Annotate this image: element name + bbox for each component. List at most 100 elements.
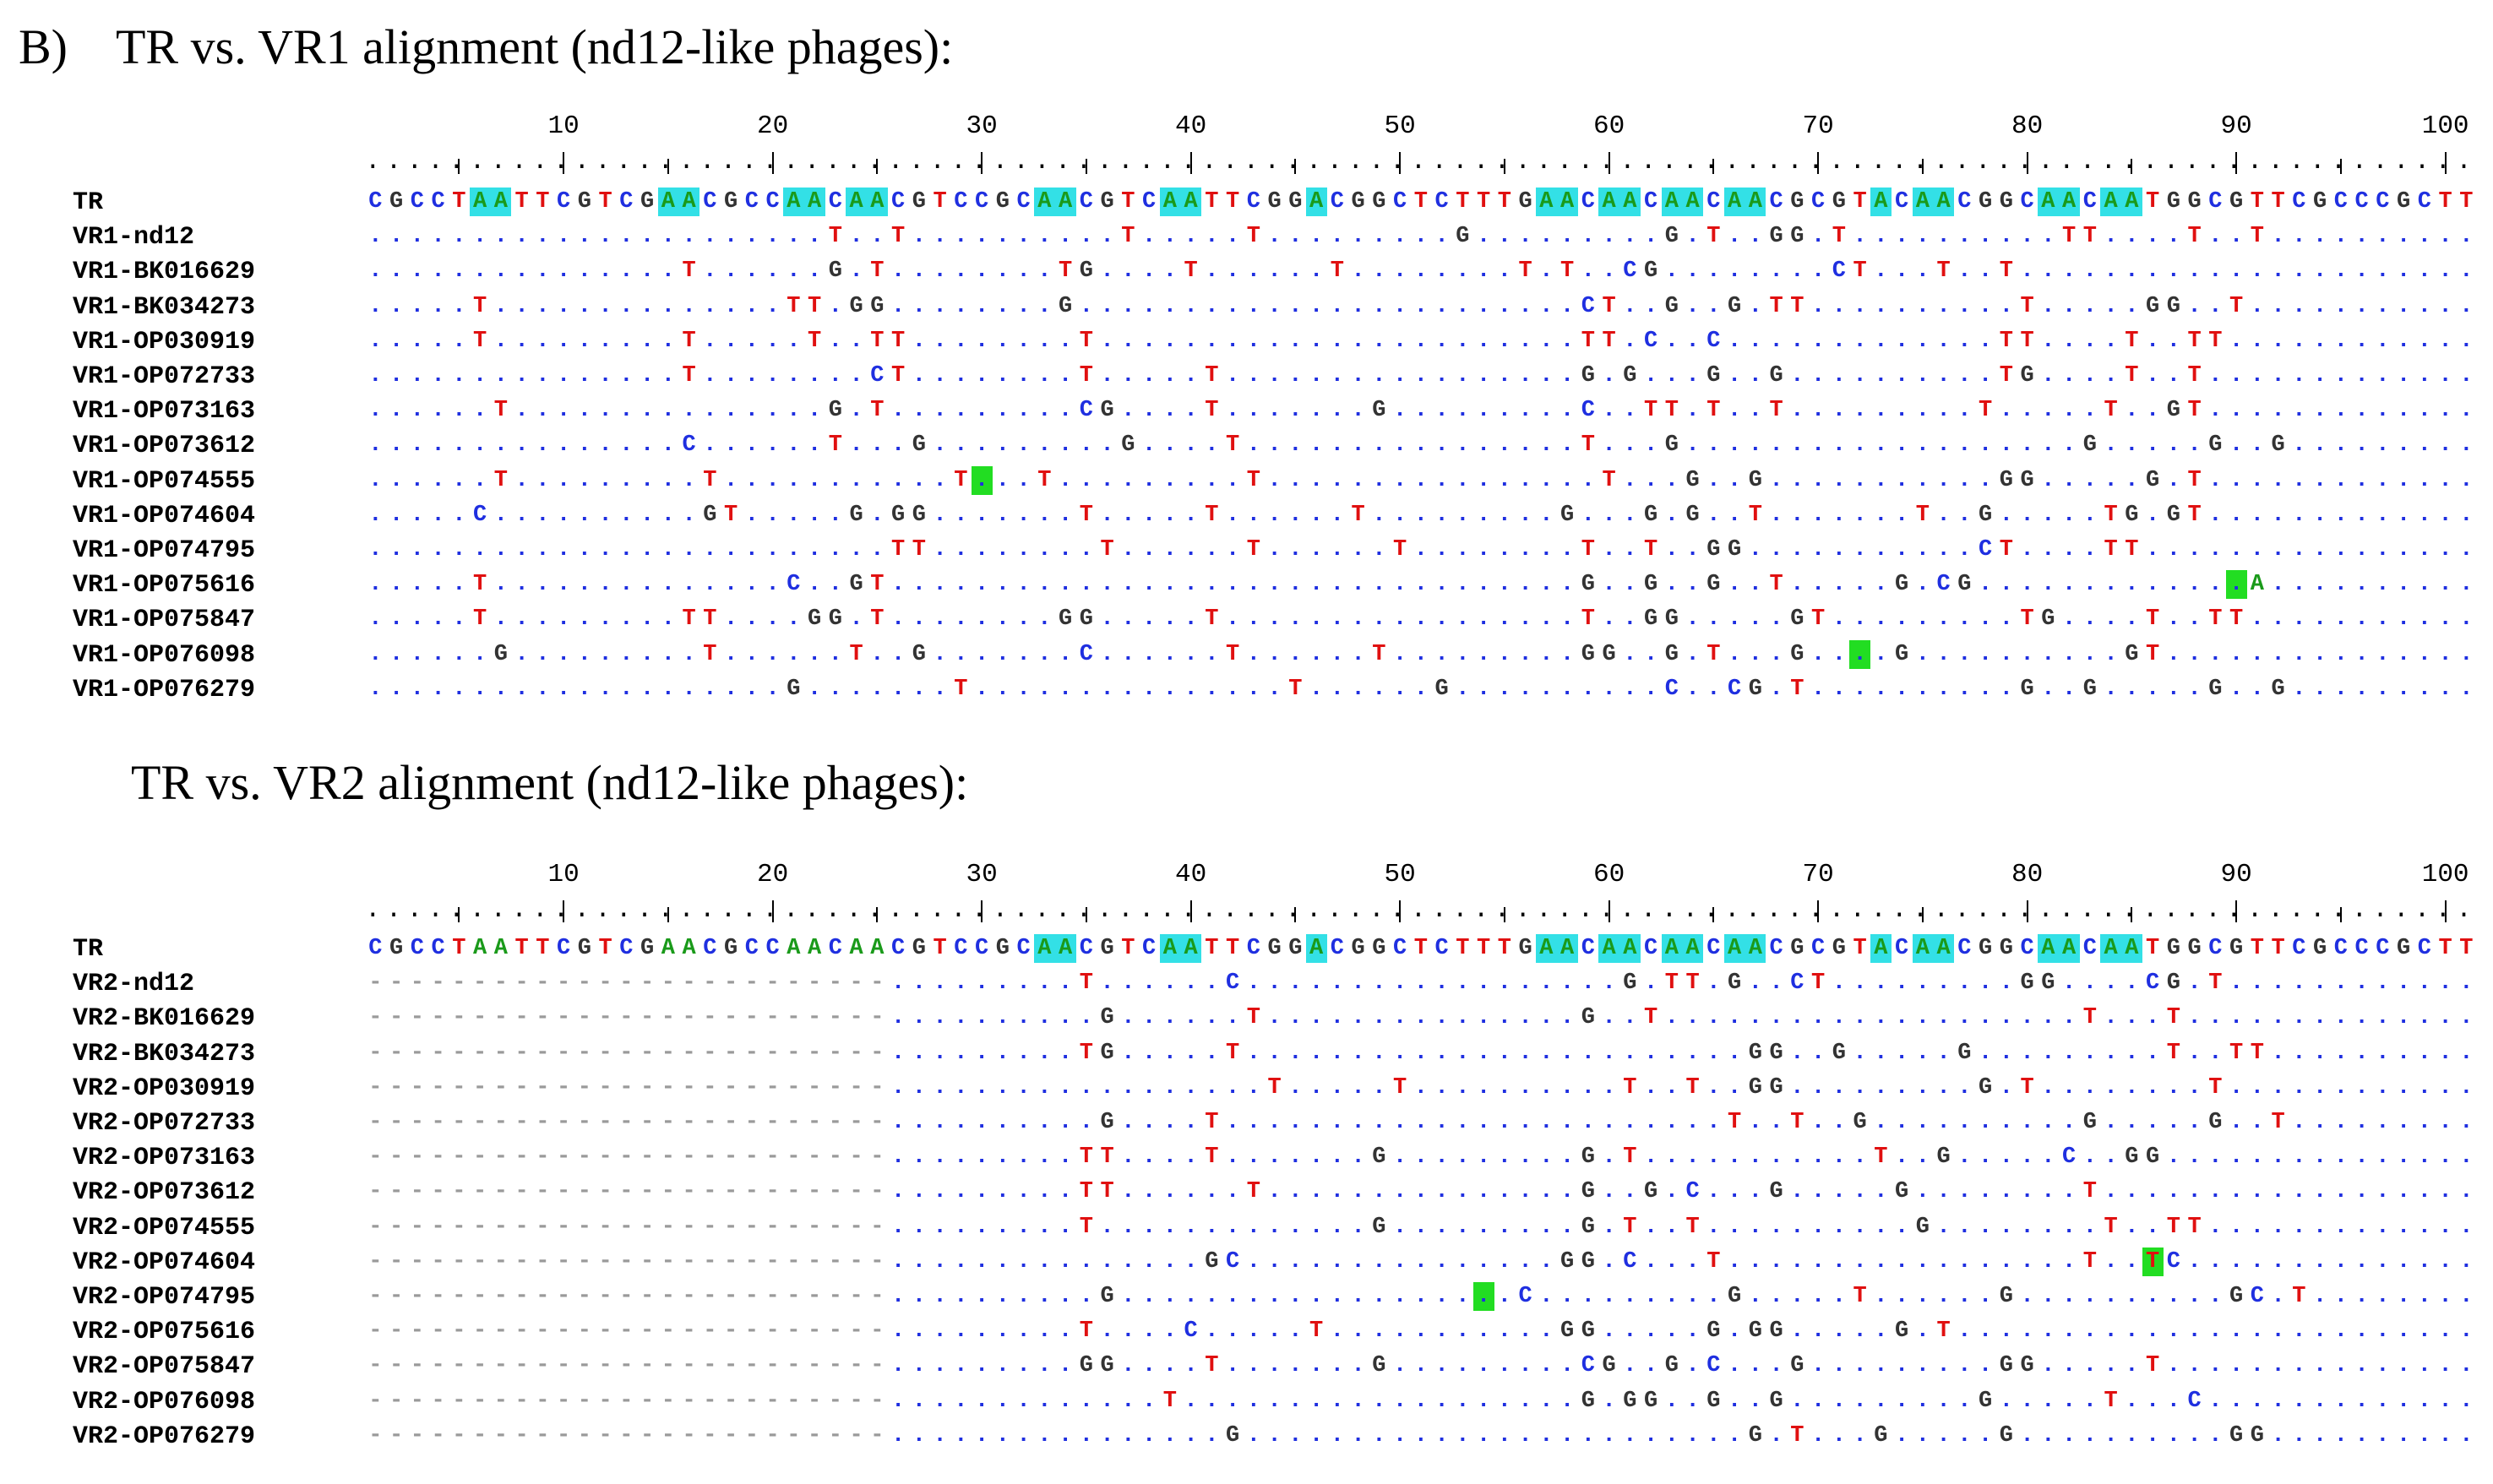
alignment-cell: . (995, 1388, 1010, 1414)
alignment-cell: . (1623, 502, 1637, 528)
alignment-cell: . (1288, 1110, 1303, 1135)
ruler-tick (667, 907, 669, 922)
alignment-cell: - (870, 1040, 885, 1066)
alignment-cell: . (640, 293, 655, 319)
alignment-cell: T (2125, 363, 2139, 389)
alignment-cell: . (1288, 1353, 1303, 1379)
alignment-cell: . (1769, 1422, 1783, 1449)
alignment-cell: . (536, 432, 550, 459)
alignment-cell: . (1037, 1144, 1052, 1171)
alignment-cell: . (1832, 328, 1846, 354)
alignment-cell: - (640, 1388, 655, 1414)
alignment-cell: . (1330, 328, 1344, 354)
alignment-cell: G (577, 189, 591, 215)
alignment-cell: . (1915, 1353, 1930, 1379)
alignment-cell: T (1413, 189, 1428, 215)
alignment-cell: . (2166, 363, 2180, 389)
alignment-cell: . (1539, 676, 1554, 702)
alignment-cell: . (2397, 1040, 2411, 1066)
alignment-cell: . (1372, 970, 1386, 997)
alignment-cell: . (2041, 328, 2055, 354)
alignment-cell: . (1477, 572, 1491, 598)
alignment-cell: T (1393, 537, 1407, 563)
alignment-cell: . (1330, 1074, 1344, 1101)
alignment-cell: . (1811, 432, 1826, 459)
alignment-cell: . (1853, 1318, 1867, 1345)
alignment-cell: . (1706, 1179, 1721, 1205)
alignment-cell: . (1832, 1179, 1846, 1205)
alignment-cell: . (1372, 537, 1386, 563)
alignment-cell: . (995, 1040, 1010, 1066)
alignment-cell: . (452, 537, 466, 563)
alignment-cell: . (1728, 1318, 1742, 1345)
alignment-cell: . (1832, 1388, 1846, 1414)
alignment-cell: . (514, 537, 529, 563)
alignment-cell: . (1685, 641, 1700, 667)
alignment-cell: . (1413, 502, 1428, 528)
alignment-cell: . (2041, 363, 2055, 389)
alignment-cell: . (1477, 502, 1491, 528)
alignment-cell: . (1644, 1353, 1658, 1379)
alignment-cell: T (1644, 1005, 1658, 1031)
ruler-tick (563, 900, 565, 922)
alignment-cell: . (1016, 1284, 1031, 1309)
alignment-cell: . (1915, 970, 1930, 997)
alignment-cell: . (1518, 467, 1532, 493)
alignment-cell: T (1979, 398, 1993, 424)
alignment-cell: . (2333, 970, 2348, 997)
alignment-cell: . (2041, 1005, 2055, 1031)
alignment-cell: A (803, 188, 825, 216)
alignment-cell: - (870, 1422, 885, 1449)
alignment-cell: T (1226, 189, 1240, 215)
alignment-cell: - (849, 1214, 863, 1240)
alignment-cell: . (1434, 1318, 1449, 1345)
alignment-cell: A (1619, 934, 1641, 963)
alignment-cell: . (1560, 1144, 1575, 1171)
alignment-cell: - (389, 1214, 404, 1240)
alignment-cell: . (1874, 293, 1888, 319)
alignment-cell: . (2417, 328, 2431, 354)
alignment-cell: . (1853, 1353, 1867, 1379)
alignment-cell: . (2292, 224, 2306, 250)
alignment-cell: . (368, 432, 383, 459)
alignment-cell: . (1518, 293, 1532, 319)
alignment-cell: . (368, 641, 383, 667)
alignment-cell: C (1518, 1284, 1532, 1309)
alignment-cell: . (1121, 363, 1135, 389)
alignment-cell: . (1477, 1179, 1491, 1205)
alignment-cell: . (1497, 1318, 1511, 1345)
alignment-cell: . (1602, 1248, 1616, 1275)
alignment-cell: . (2313, 1040, 2327, 1066)
alignment-cell: . (1309, 970, 1324, 997)
alignment-cell: . (1226, 224, 1240, 250)
alignment-cell: . (1142, 1388, 1157, 1414)
alignment-cell: . (2354, 1005, 2369, 1031)
alignment-cell: . (954, 1005, 968, 1031)
alignment-cell: . (1162, 537, 1177, 563)
alignment-cell: . (912, 1214, 926, 1240)
alignment-cell: . (1226, 572, 1240, 598)
alignment-cell: G (2125, 1144, 2139, 1171)
alignment-cell: . (954, 1144, 968, 1171)
alignment-cell: . (1100, 1422, 1114, 1449)
alignment-cell: - (661, 1110, 675, 1135)
alignment-cell: . (536, 398, 550, 424)
alignment-cell: - (828, 1144, 842, 1171)
alignment-cell: - (368, 1353, 383, 1379)
alignment-cell: - (661, 1144, 675, 1171)
alignment-cell: . (2292, 1353, 2306, 1379)
alignment-cell: . (1560, 606, 1575, 633)
alignment-cell: . (1518, 606, 1532, 633)
alignment-cell: - (787, 1110, 801, 1135)
alignment-cell: T (2187, 363, 2202, 389)
alignment-cell: . (1979, 1318, 1993, 1345)
alignment-cell: G (1079, 1353, 1093, 1379)
alignment-cell: C (1895, 189, 1909, 215)
alignment-cell: - (619, 1040, 634, 1066)
ruler-tick (1294, 907, 1297, 922)
alignment-cell: A (1598, 934, 1619, 963)
alignment-cell: . (2333, 502, 2348, 528)
alignment-cell: . (1560, 1110, 1575, 1135)
alignment-cell: - (787, 1388, 801, 1414)
alignment-cell: . (2333, 1284, 2348, 1309)
